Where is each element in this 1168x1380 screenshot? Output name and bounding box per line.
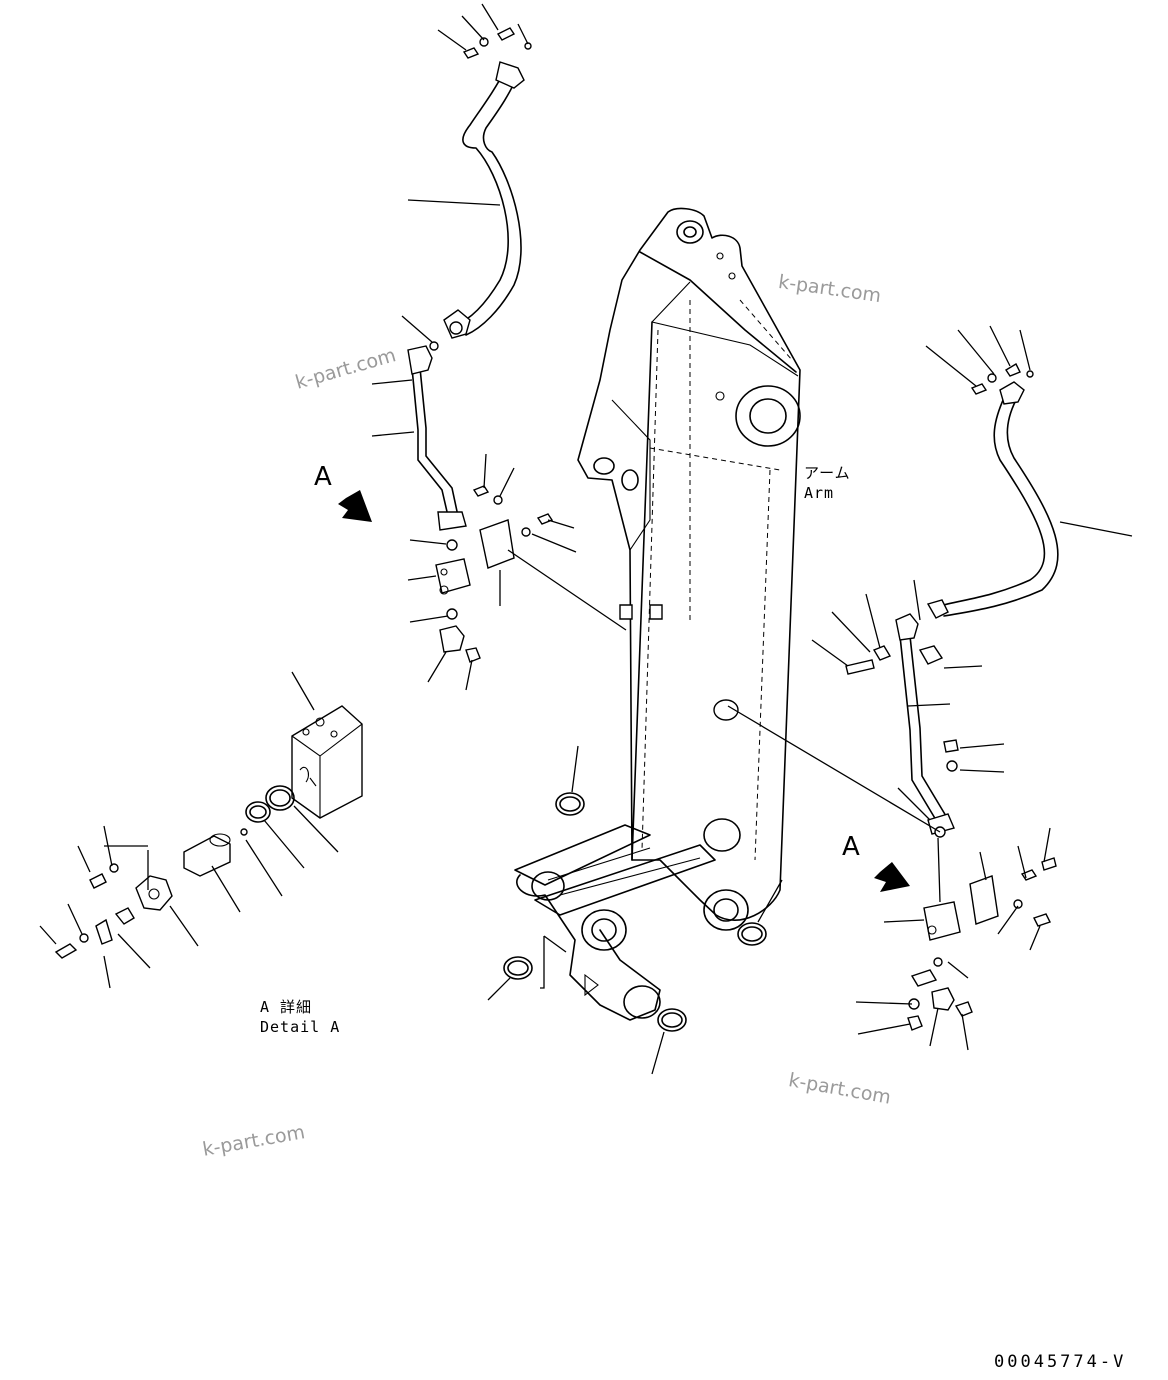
- o-rings: [487, 745, 783, 1075]
- arm-label-en: Arm: [804, 484, 835, 502]
- detail-label-jp: A 詳細: [260, 998, 313, 1016]
- left-hose-assembly: [401, 3, 532, 351]
- view-a-label-left: A: [314, 462, 332, 492]
- left-pipe-block: [371, 345, 627, 691]
- detail-a-exploded: [39, 671, 363, 989]
- drawing-code: 00045774-V: [994, 1352, 1127, 1372]
- arm-label-jp: アーム: [804, 464, 851, 482]
- arm-body: [514, 207, 801, 1021]
- detail-label-en: Detail A: [260, 1018, 341, 1036]
- direction-arrows: [338, 490, 910, 892]
- right-hose-assembly: [925, 325, 1133, 619]
- view-a-label-right: A: [842, 832, 860, 862]
- right-pipe-block: [727, 579, 1057, 1051]
